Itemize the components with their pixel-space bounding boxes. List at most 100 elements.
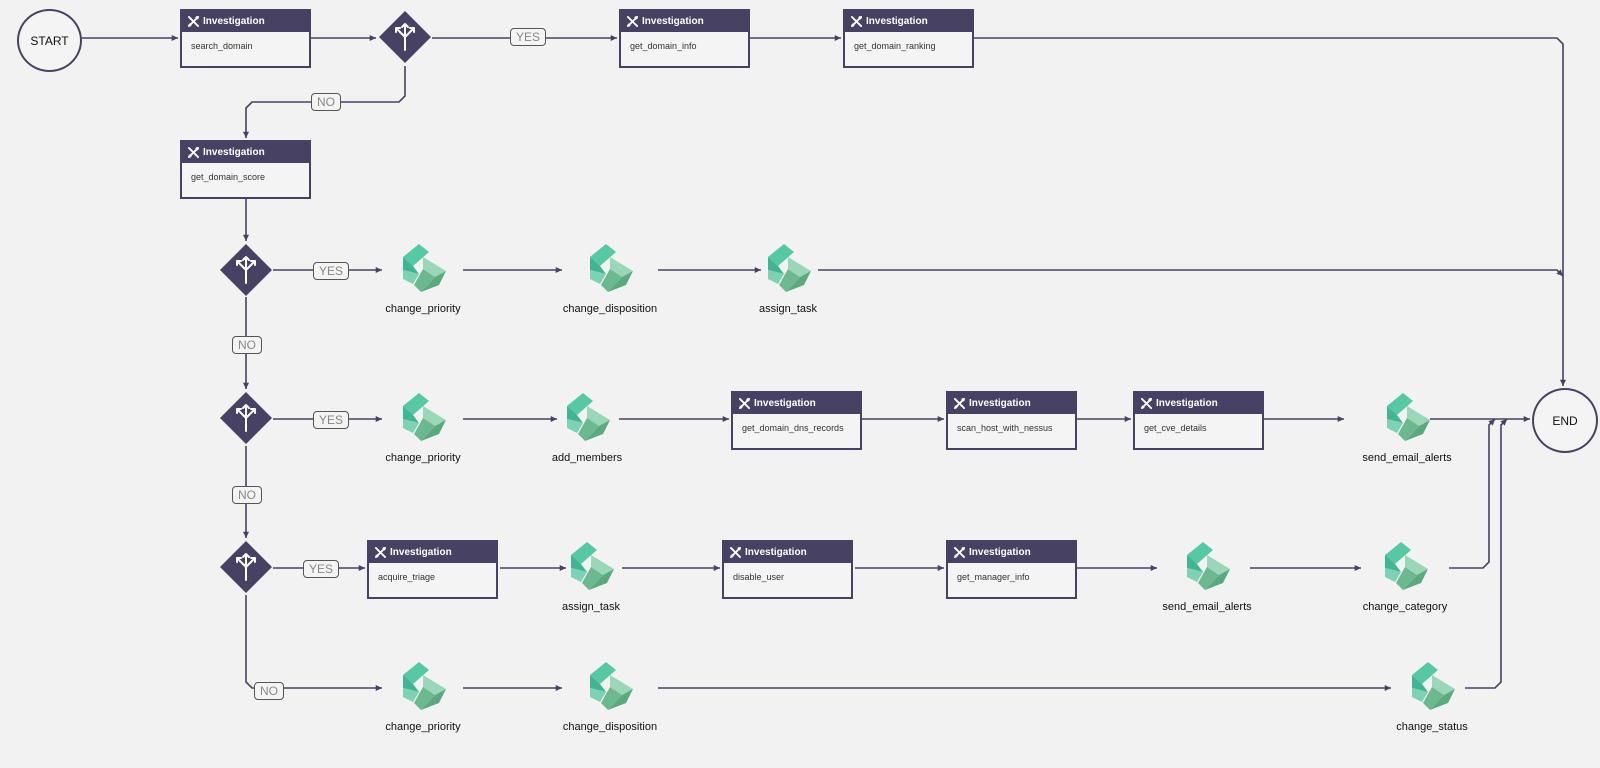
end-node[interactable]: END xyxy=(1532,388,1598,453)
arrowhead xyxy=(242,234,250,241)
arrowhead xyxy=(937,564,944,572)
action-node-change-disposition[interactable]: change_disposition xyxy=(550,661,670,751)
playbook-logo-icon xyxy=(1383,392,1431,442)
action-node-assign-task[interactable]: assign_task xyxy=(728,243,848,333)
action-node-send-email-alerts[interactable]: send_email_alerts xyxy=(1347,392,1467,482)
investigation-header: Investigation xyxy=(724,542,851,563)
edge-11 xyxy=(818,269,1564,277)
decision-node[interactable] xyxy=(219,391,273,445)
action-node-add-members[interactable]: add_members xyxy=(527,392,647,482)
action-node-change-priority[interactable]: change_priority xyxy=(363,661,483,751)
investigation-header: Investigation xyxy=(948,542,1075,563)
arrowhead xyxy=(722,415,729,423)
action-node-change-priority[interactable]: change_priority xyxy=(363,392,483,482)
no-branch-label: NO xyxy=(232,486,262,504)
investigation-function-name: get_domain_score xyxy=(191,172,266,182)
arrowhead xyxy=(1523,415,1530,423)
investigation-node-get-domain-score[interactable]: Investigation get_domain_score xyxy=(180,140,311,199)
investigation-header: Investigation xyxy=(182,142,309,163)
arrowhead xyxy=(1337,415,1344,423)
arrowhead xyxy=(369,34,376,42)
arrowhead xyxy=(358,564,365,572)
tools-icon xyxy=(851,16,862,27)
playbook-logo-icon xyxy=(1408,661,1456,711)
action-node-send-email-alerts[interactable]: send_email_alerts xyxy=(1147,541,1267,631)
split-arrows-icon xyxy=(378,10,432,69)
arrowhead xyxy=(242,531,250,538)
action-label: change_disposition xyxy=(562,303,658,315)
action-label: change_priority xyxy=(385,452,461,464)
playbook-logo-icon xyxy=(399,243,447,293)
playbook-logo-icon xyxy=(563,392,611,442)
investigation-function-name: get_cve_details xyxy=(1144,423,1207,433)
arrowhead xyxy=(1354,564,1361,572)
action-label: change_priority xyxy=(385,721,461,733)
arrowhead xyxy=(713,564,720,572)
decision-node[interactable] xyxy=(219,540,273,594)
edge-28 xyxy=(245,595,382,689)
action-node-change-category[interactable]: change_category xyxy=(1345,541,1465,631)
playbook-logo-icon xyxy=(399,661,447,711)
tools-icon xyxy=(188,16,199,27)
arrowhead xyxy=(242,382,250,389)
action-node-assign-task[interactable]: assign_task xyxy=(531,541,651,631)
start-node[interactable]: START xyxy=(17,9,82,72)
investigation-header: Investigation xyxy=(1135,393,1262,414)
split-arrows-icon xyxy=(219,243,273,302)
investigation-node-get-cve-details[interactable]: Investigation get_cve_details xyxy=(1133,391,1264,450)
action-node-change-disposition[interactable]: change_disposition xyxy=(550,243,670,333)
edge-5 xyxy=(974,37,1564,386)
investigation-function-name: get_domain_info xyxy=(630,41,697,51)
arrowhead xyxy=(1559,379,1567,386)
investigation-header: Investigation xyxy=(621,11,748,32)
playbook-logo-icon xyxy=(764,243,812,293)
arrowhead xyxy=(1556,269,1563,276)
playbook-logo-icon xyxy=(1183,541,1231,591)
investigation-title: Investigation xyxy=(203,147,265,158)
arrowhead xyxy=(550,415,557,423)
split-arrows-icon xyxy=(219,540,273,599)
action-label: change_disposition xyxy=(562,721,658,733)
yes-branch-label: YES xyxy=(510,28,547,46)
playbook-logo-icon xyxy=(586,243,634,293)
arrowhead xyxy=(610,34,617,42)
action-label: change_category xyxy=(1362,601,1448,613)
arrowhead xyxy=(555,684,562,692)
playbook-logo-icon xyxy=(567,541,615,591)
investigation-function-name: acquire_triage xyxy=(378,572,436,582)
action-node-change-priority[interactable]: change_priority xyxy=(363,243,483,333)
investigation-node-disable-user[interactable]: Investigation disable_user xyxy=(722,540,853,599)
no-branch-label: NO xyxy=(254,682,284,700)
action-label: change_status xyxy=(1396,721,1468,733)
investigation-node-get-domain-info[interactable]: Investigation get_domain_info xyxy=(619,9,750,68)
investigation-function-name: disable_user xyxy=(733,572,785,582)
investigation-title: Investigation xyxy=(754,398,816,409)
arrowhead xyxy=(559,564,566,572)
investigation-title: Investigation xyxy=(969,398,1031,409)
split-arrows-icon xyxy=(219,391,273,450)
investigation-title: Investigation xyxy=(745,547,807,558)
action-node-change-status[interactable]: change_status xyxy=(1372,661,1492,751)
investigation-title: Investigation xyxy=(1156,398,1218,409)
decision-node[interactable] xyxy=(378,10,432,64)
playbook-logo-icon xyxy=(1381,541,1429,591)
tools-icon xyxy=(627,16,638,27)
action-label: assign_task xyxy=(561,601,621,613)
arrowhead xyxy=(1150,564,1157,572)
tools-icon xyxy=(730,547,741,558)
investigation-header: Investigation xyxy=(948,393,1075,414)
decision-node[interactable] xyxy=(219,243,273,297)
end-label: END xyxy=(1552,413,1578,428)
arrowhead xyxy=(375,266,382,274)
tools-icon xyxy=(375,547,386,558)
tools-icon xyxy=(188,147,199,158)
yes-branch-label: YES xyxy=(303,560,340,578)
